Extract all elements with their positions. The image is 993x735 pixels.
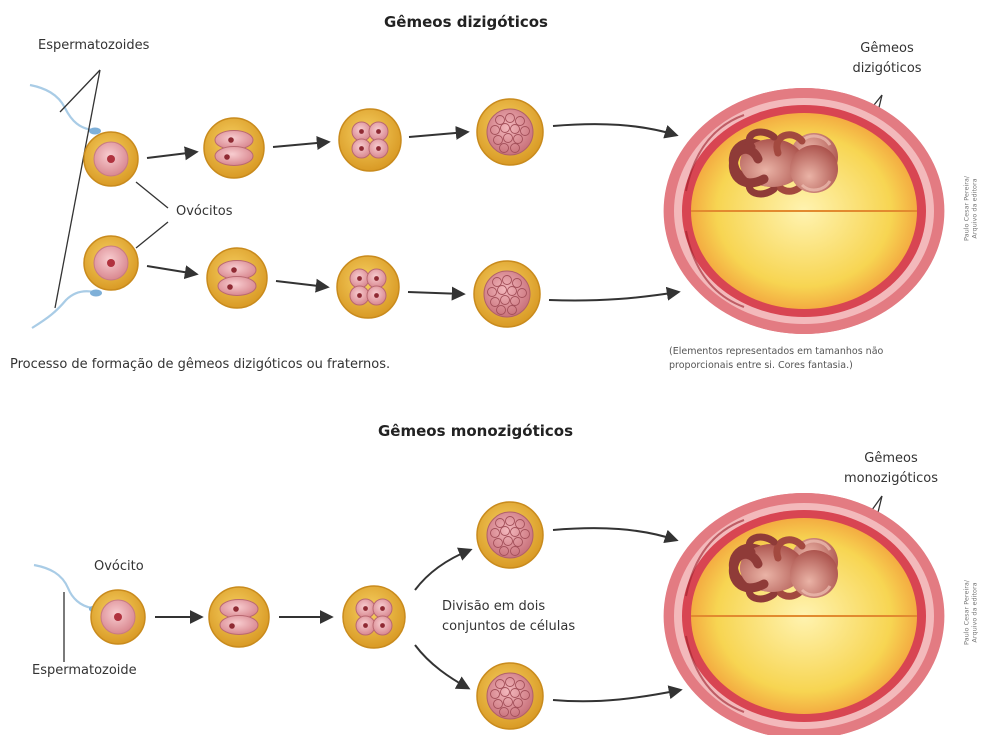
division-label-1: Divisão em dois: [442, 598, 545, 616]
morula-mono-top: [477, 502, 543, 568]
morula-bottom: [474, 261, 540, 327]
credit-top-line-1: Paulo Cesar Pereira/: [963, 163, 971, 253]
oocyte-top: [84, 132, 138, 186]
credit-bottom-line-1: Paulo Cesar Pereira/: [963, 567, 971, 657]
two-cell-top: [204, 118, 264, 178]
two-cell-mono: [209, 587, 269, 647]
oocyte-label: Ovócito: [94, 558, 144, 576]
dizygotic-twins-label-1: Gêmeos: [842, 40, 932, 58]
two-cell-bottom: [207, 248, 267, 308]
dizygotic-twins-label-2: dizigóticos: [842, 60, 932, 78]
proportion-note-2: proporcionais entre si. Cores fantasia.): [669, 359, 853, 373]
oocytes-label: Ovócitos: [176, 203, 232, 221]
uterus-dizygotic: [664, 88, 993, 334]
credit-top: Paulo Cesar Pereira/ Arquivo da editora: [963, 163, 980, 253]
monozygotic-twins-label-1: Gêmeos: [836, 450, 946, 468]
division-label-2: conjuntos de células: [442, 618, 575, 636]
sperm-bottom-diz: [32, 290, 102, 329]
monozygotic-title: Gêmeos monozigóticos: [378, 422, 573, 440]
credit-bottom-line-2: Arquivo da editora: [971, 567, 979, 657]
credit-top-line-2: Arquivo da editora: [971, 163, 979, 253]
sperm-single-label: Espermatozoide: [32, 662, 137, 680]
morula-mono-bottom: [477, 663, 543, 729]
proportion-note-1: (Elementos representados em tamanhos não: [669, 345, 883, 359]
four-cell-top: [339, 109, 401, 171]
sperm-mono: [34, 565, 101, 613]
sperm-top-diz: [30, 85, 101, 135]
oocyte-bottom: [84, 236, 138, 290]
dizygotic-title: Gêmeos dizigóticos: [384, 13, 548, 31]
oocyte-mono: [91, 590, 145, 644]
credit-bottom: Paulo Cesar Pereira/ Arquivo da editora: [963, 567, 980, 657]
monozygotic-twins-label-2: monozigóticos: [836, 470, 946, 488]
uterus-monozygotic: [664, 493, 993, 735]
four-cell-bottom: [337, 256, 399, 318]
sperm-label: Espermatozoides: [38, 37, 149, 55]
dizygotic-caption: Processo de formação de gêmeos dizigótic…: [10, 356, 390, 374]
morula-top: [477, 99, 543, 165]
four-cell-mono: [343, 586, 405, 648]
